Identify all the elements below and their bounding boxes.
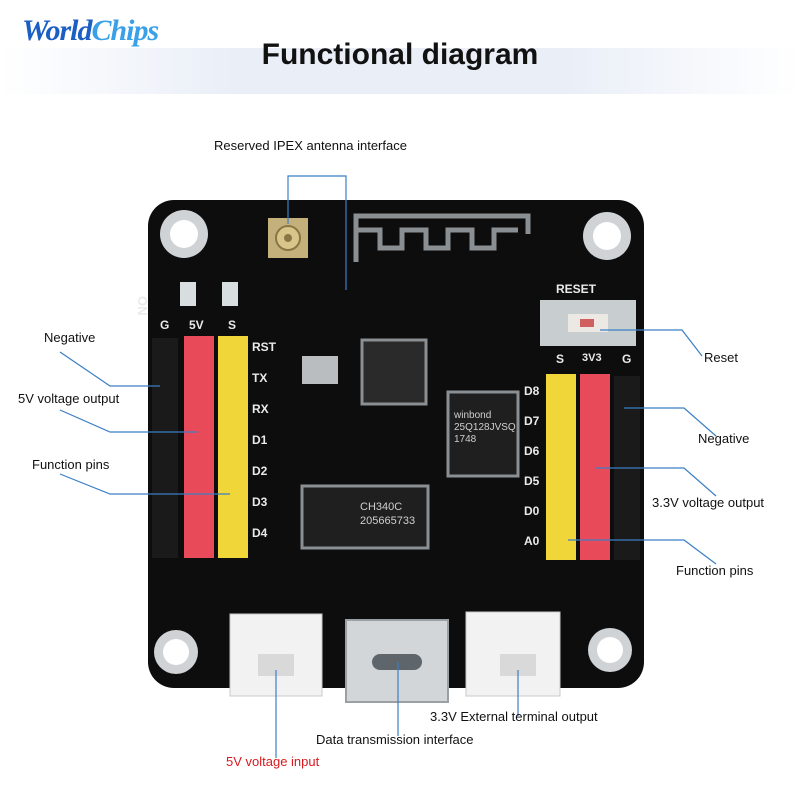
left-pin-label: RX [252, 402, 269, 416]
left-pin-label: D1 [252, 433, 268, 447]
label-negative-right: Negative [698, 431, 750, 446]
left-pin-label: D2 [252, 464, 268, 478]
left-pin-label: RST [252, 340, 276, 354]
ipex-connector [268, 218, 308, 258]
leader-5v-output [59, 409, 198, 433]
silk-right-s: S [556, 352, 565, 366]
silk-on: ON [135, 296, 150, 316]
silk-right-g: G [622, 352, 632, 366]
label-5v-output: 5V voltage output [18, 391, 120, 406]
label-reset: Reset [704, 350, 738, 365]
left-pin-label: D4 [252, 526, 268, 540]
silk-left-s: S [228, 318, 237, 332]
right-pin-label: D8 [524, 384, 540, 398]
title-banner [0, 48, 800, 94]
label-33v-output: 3.3V voltage output [652, 495, 765, 510]
label-data-interface: Data transmission interface [316, 732, 474, 747]
label-negative-left: Negative [44, 330, 96, 345]
right-pin-header [546, 374, 640, 560]
brand-logo: WorldChips [22, 14, 159, 48]
leader-33v-output [596, 467, 717, 497]
right-pin-label: D5 [524, 474, 540, 488]
esp-chip [360, 338, 428, 406]
mounting-hole-top-right [583, 212, 631, 260]
flash-chip-marking: winbond 25Q128JVSQ 1748 [454, 410, 516, 445]
right-pin-label: D6 [524, 444, 540, 458]
mounting-hole-top-left [160, 210, 208, 258]
flash-chip [446, 390, 520, 478]
page-title: Functional diagram [261, 38, 539, 71]
led-status [222, 282, 238, 306]
right-pin-label: D7 [524, 414, 540, 428]
reset-button [540, 300, 636, 346]
mounting-hole-bottom-left [154, 630, 198, 674]
leader-function-left [59, 473, 230, 495]
label-33v-external: 3.3V External terminal output [430, 709, 598, 724]
usb-chip-marking: CH340C 205665733 [360, 501, 416, 527]
led-power [180, 282, 196, 306]
logo-text-main: World [22, 14, 92, 47]
leader-lines [59, 175, 717, 758]
label-function-pins-right: Function pins [676, 563, 754, 578]
leader-negative-right [624, 407, 717, 437]
silk-right-3v3: 3V3 [582, 352, 602, 364]
logo-text-accent: Chips [91, 14, 159, 47]
label-function-pins-left: Function pins [32, 457, 110, 472]
mounting-hole-bottom-right [588, 628, 632, 672]
usb-serial-chip [300, 484, 430, 550]
silk-left-g: G [160, 318, 170, 332]
usb-c-port [345, 619, 449, 703]
left-pin-label: D3 [252, 495, 268, 509]
left-pin-label: TX [252, 371, 268, 385]
leader-ipex [287, 175, 347, 290]
pcb-board [148, 200, 644, 688]
leader-function-right [568, 539, 717, 565]
jst-connector-right [465, 611, 561, 697]
leader-negative-left [59, 351, 160, 387]
crystal [302, 356, 338, 384]
left-pin-header [152, 336, 248, 558]
silk-left-5v: 5V [189, 318, 204, 332]
label-ipex-antenna: Reserved IPEX antenna interface [214, 138, 407, 153]
pcb-antenna [353, 213, 531, 262]
right-pin-label: A0 [524, 534, 540, 548]
label-5v-input: 5V voltage input [226, 754, 320, 769]
right-pin-label: D0 [524, 504, 540, 518]
silk-reset: RESET [556, 282, 597, 296]
leader-reset [600, 329, 703, 357]
